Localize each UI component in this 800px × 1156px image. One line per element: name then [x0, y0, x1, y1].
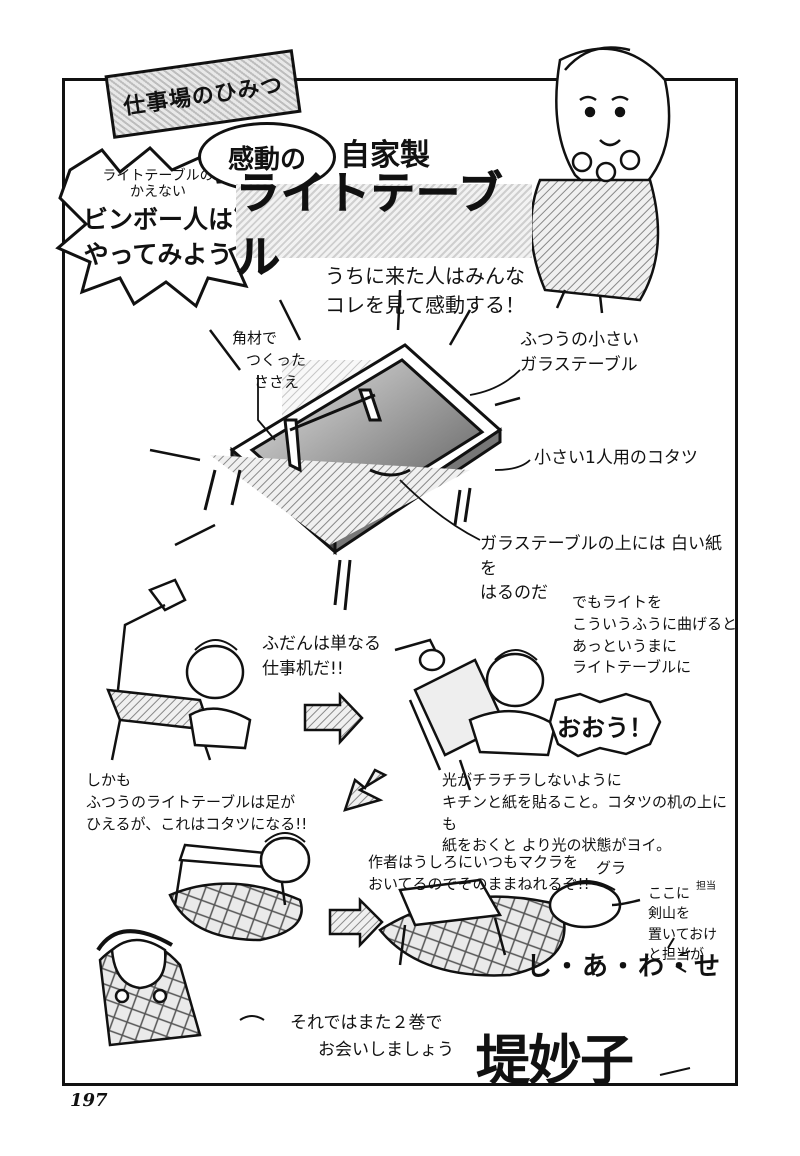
- caption-sword-line-1: ここに: [648, 886, 690, 902]
- label-support: 角材で つくった ささえ: [232, 328, 322, 393]
- caption-sword: ここに 剣山を 置いておけ と担当が: [648, 884, 738, 965]
- label-support-line-2: つくった: [246, 350, 307, 369]
- caption-warm-line-2: ふつうのライトテーブルは足が: [86, 792, 296, 811]
- label-support-line-3: ささえ: [254, 372, 300, 391]
- burst-line-4: やってみよう: [83, 239, 233, 269]
- burst-line-1: ライトテーブルの: [102, 168, 214, 184]
- burst-line-2: かえない: [130, 184, 186, 201]
- burst-caption: ライトテーブルの かえない ビンボー人は やってみよう: [68, 168, 248, 270]
- page-frame: [62, 78, 738, 1086]
- label-paper: ガラステーブルの上には 白い紙を はるのだ: [480, 532, 730, 606]
- label-glass-table: ふつうの小さい ガラステーブル: [520, 328, 690, 377]
- caption-warm: しかも ふつうのライトテーブルは足が ひえるが、これはコタツになる!!: [86, 770, 326, 835]
- caption-tip-line-3: 紙をおくと より光の状態がヨイ。: [442, 836, 672, 855]
- title-kandou: 感動の: [198, 122, 336, 192]
- caption-bend-line-2: こういうふうに曲げると: [572, 614, 738, 633]
- caption-normal-line-2: 仕事机だ!!: [262, 658, 344, 679]
- label-kotatsu: 小さい1人用のコタツ: [534, 448, 698, 468]
- subtitle: うちに来た人はみんな コレを見て感動する！: [300, 262, 550, 320]
- caption-sword-line-4: と担当が: [648, 946, 704, 963]
- caption-pillow-line-2: おいてるのでそのままねれるぞ!!: [368, 874, 590, 893]
- shiawase-text: し・あ・わ・せ: [526, 952, 723, 982]
- caption-bend-line-4: ライトテーブルに: [572, 658, 692, 677]
- burst-line-3: ビンボー人は: [82, 205, 233, 235]
- caption-tip-line-1: 光がチラチラしないように: [442, 771, 622, 789]
- page-number: 197: [70, 1090, 108, 1111]
- caption-tip-line-2: キチンと紙を貼ること。コタツの机の上にも: [442, 792, 728, 833]
- caption-pillow: 作者はうしろにいつもマクラを おいてるのでそのままねれるぞ!!: [368, 852, 608, 896]
- label-support-line-1: 角材で: [232, 329, 278, 347]
- caption-sword-line-2: 剣山を: [648, 906, 690, 923]
- closing-line-2: お会いしましょう: [318, 1040, 454, 1061]
- title-jikasei: 自家製: [340, 138, 430, 173]
- caption-sword-tag: 担当: [696, 881, 716, 892]
- caption-bend: でもライトを こういうふうに曲げると あっというまに ライトテーブルに: [572, 592, 742, 679]
- closing-message: それではまた２巻で お会いしましょう: [290, 1010, 480, 1064]
- label-paper-line-1: ガラステーブルの上には 白い紙を: [480, 534, 723, 579]
- subtitle-line-2: コレを見て感動する！: [325, 293, 525, 317]
- caption-warm-line-1: しかも: [86, 771, 132, 789]
- subtitle-line-1: うちに来た人はみんな: [325, 264, 525, 288]
- label-glass-table-line-2: ガラステーブル: [520, 354, 638, 375]
- caption-normal: ふだんは単なる 仕事机だ!!: [262, 632, 392, 681]
- label-glass-table-line-1: ふつうの小さい: [520, 330, 639, 350]
- closing-line-1: それではまた２巻で: [290, 1013, 443, 1033]
- caption-bend-line-1: でもライトを: [572, 593, 663, 611]
- caption-tip: 光がチラチラしないように キチンと紙を貼ること。コタツの机の上にも 紙をおくと …: [442, 770, 732, 857]
- caption-normal-line-1: ふだんは単なる: [262, 634, 381, 654]
- label-paper-line-2: はるのだ: [480, 583, 548, 604]
- caption-pillow-line-1: 作者はうしろにいつもマクラを: [368, 853, 579, 871]
- caption-sword-line-3: 置いておけ: [648, 926, 718, 943]
- caption-bend-line-3: あっというまに: [572, 636, 678, 655]
- ooh-exclamation: おおう！: [557, 714, 653, 742]
- caption-warm-line-3: ひえるが、これはコタツになる!!: [86, 814, 308, 833]
- author-signature: 堤妙子: [476, 1028, 634, 1092]
- sfx-gura: グラ: [596, 859, 627, 877]
- page-title: ライトテーブル: [236, 168, 532, 284]
